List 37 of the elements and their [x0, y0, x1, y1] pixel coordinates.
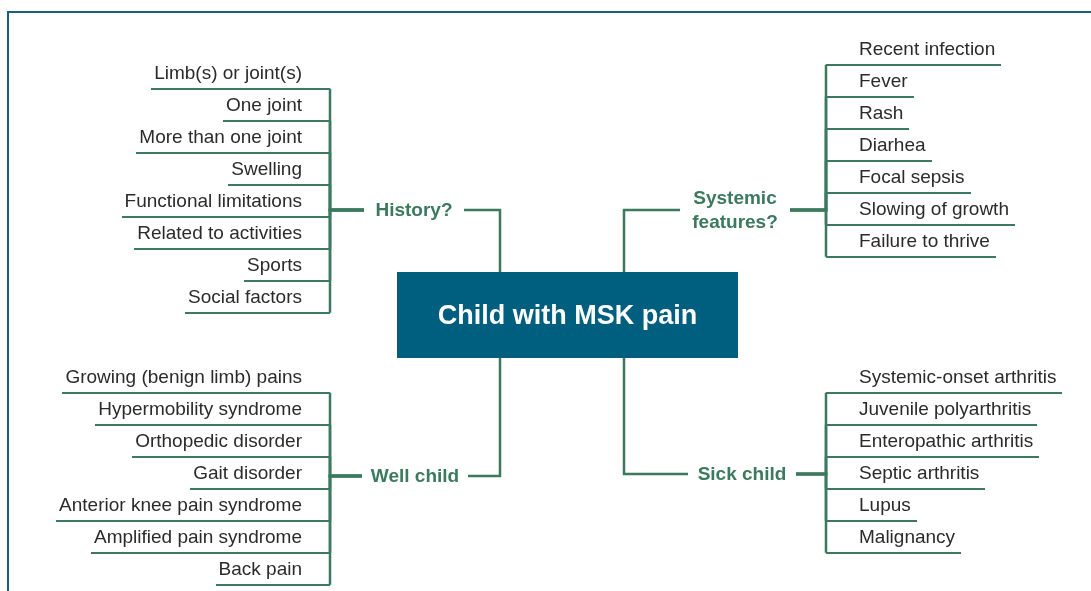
connector-line [790, 208, 828, 257]
underlined-item: Failure to thrive [826, 228, 996, 258]
underlined-item: Growing (benign limb) pains [62, 364, 330, 394]
connector-line [622, 358, 688, 476]
underlined-item: More than one joint [136, 124, 330, 154]
underlined-item: Fever [826, 68, 914, 98]
underlined-item: Septic arthritis [826, 460, 986, 490]
underlined-item: Orthopedic disorder [132, 428, 330, 458]
connector-line [622, 208, 680, 272]
connector-line [328, 208, 364, 313]
underlined-item: Sports [244, 252, 330, 282]
underlined-item: Functional limitations [121, 188, 330, 218]
underlined-item: Swelling [228, 156, 330, 186]
underlined-item: Related to activities [134, 220, 330, 250]
connector-line [328, 474, 362, 585]
underlined-item: Juvenile polyarthritis [826, 396, 1038, 426]
underlined-item: Malignancy [826, 524, 962, 554]
underlined-item: One joint [222, 92, 330, 122]
underlined-item: Social factors [184, 284, 330, 314]
underlined-item: Rash [826, 100, 910, 130]
topic-box: Child with MSK pain [397, 272, 738, 358]
underlined-item: Focal sepsis [826, 164, 971, 194]
underlined-item: Slowing of growth [826, 196, 1015, 226]
connector-line [464, 208, 502, 272]
underlined-item: Limb(s) or joint(s) [151, 60, 330, 90]
underlined-item: Recent infection [826, 36, 1002, 66]
underlined-item: Lupus [826, 492, 917, 522]
underlined-item: Systemic-onset arthritis [826, 364, 1063, 394]
underlined-item: Anterior knee pain syndrome [56, 492, 330, 522]
connector-line [468, 358, 502, 478]
underlined-item: Hypermobility syndrome [95, 396, 330, 426]
underlined-item: Gait disorder [190, 460, 330, 490]
underlined-item: Enteropathic arthritis [826, 428, 1040, 458]
underlined-item: Diarhea [826, 132, 932, 162]
connector-line [796, 472, 828, 553]
underlined-item: Back pain [215, 556, 330, 586]
underlined-item: Amplified pain syndrome [90, 524, 330, 554]
